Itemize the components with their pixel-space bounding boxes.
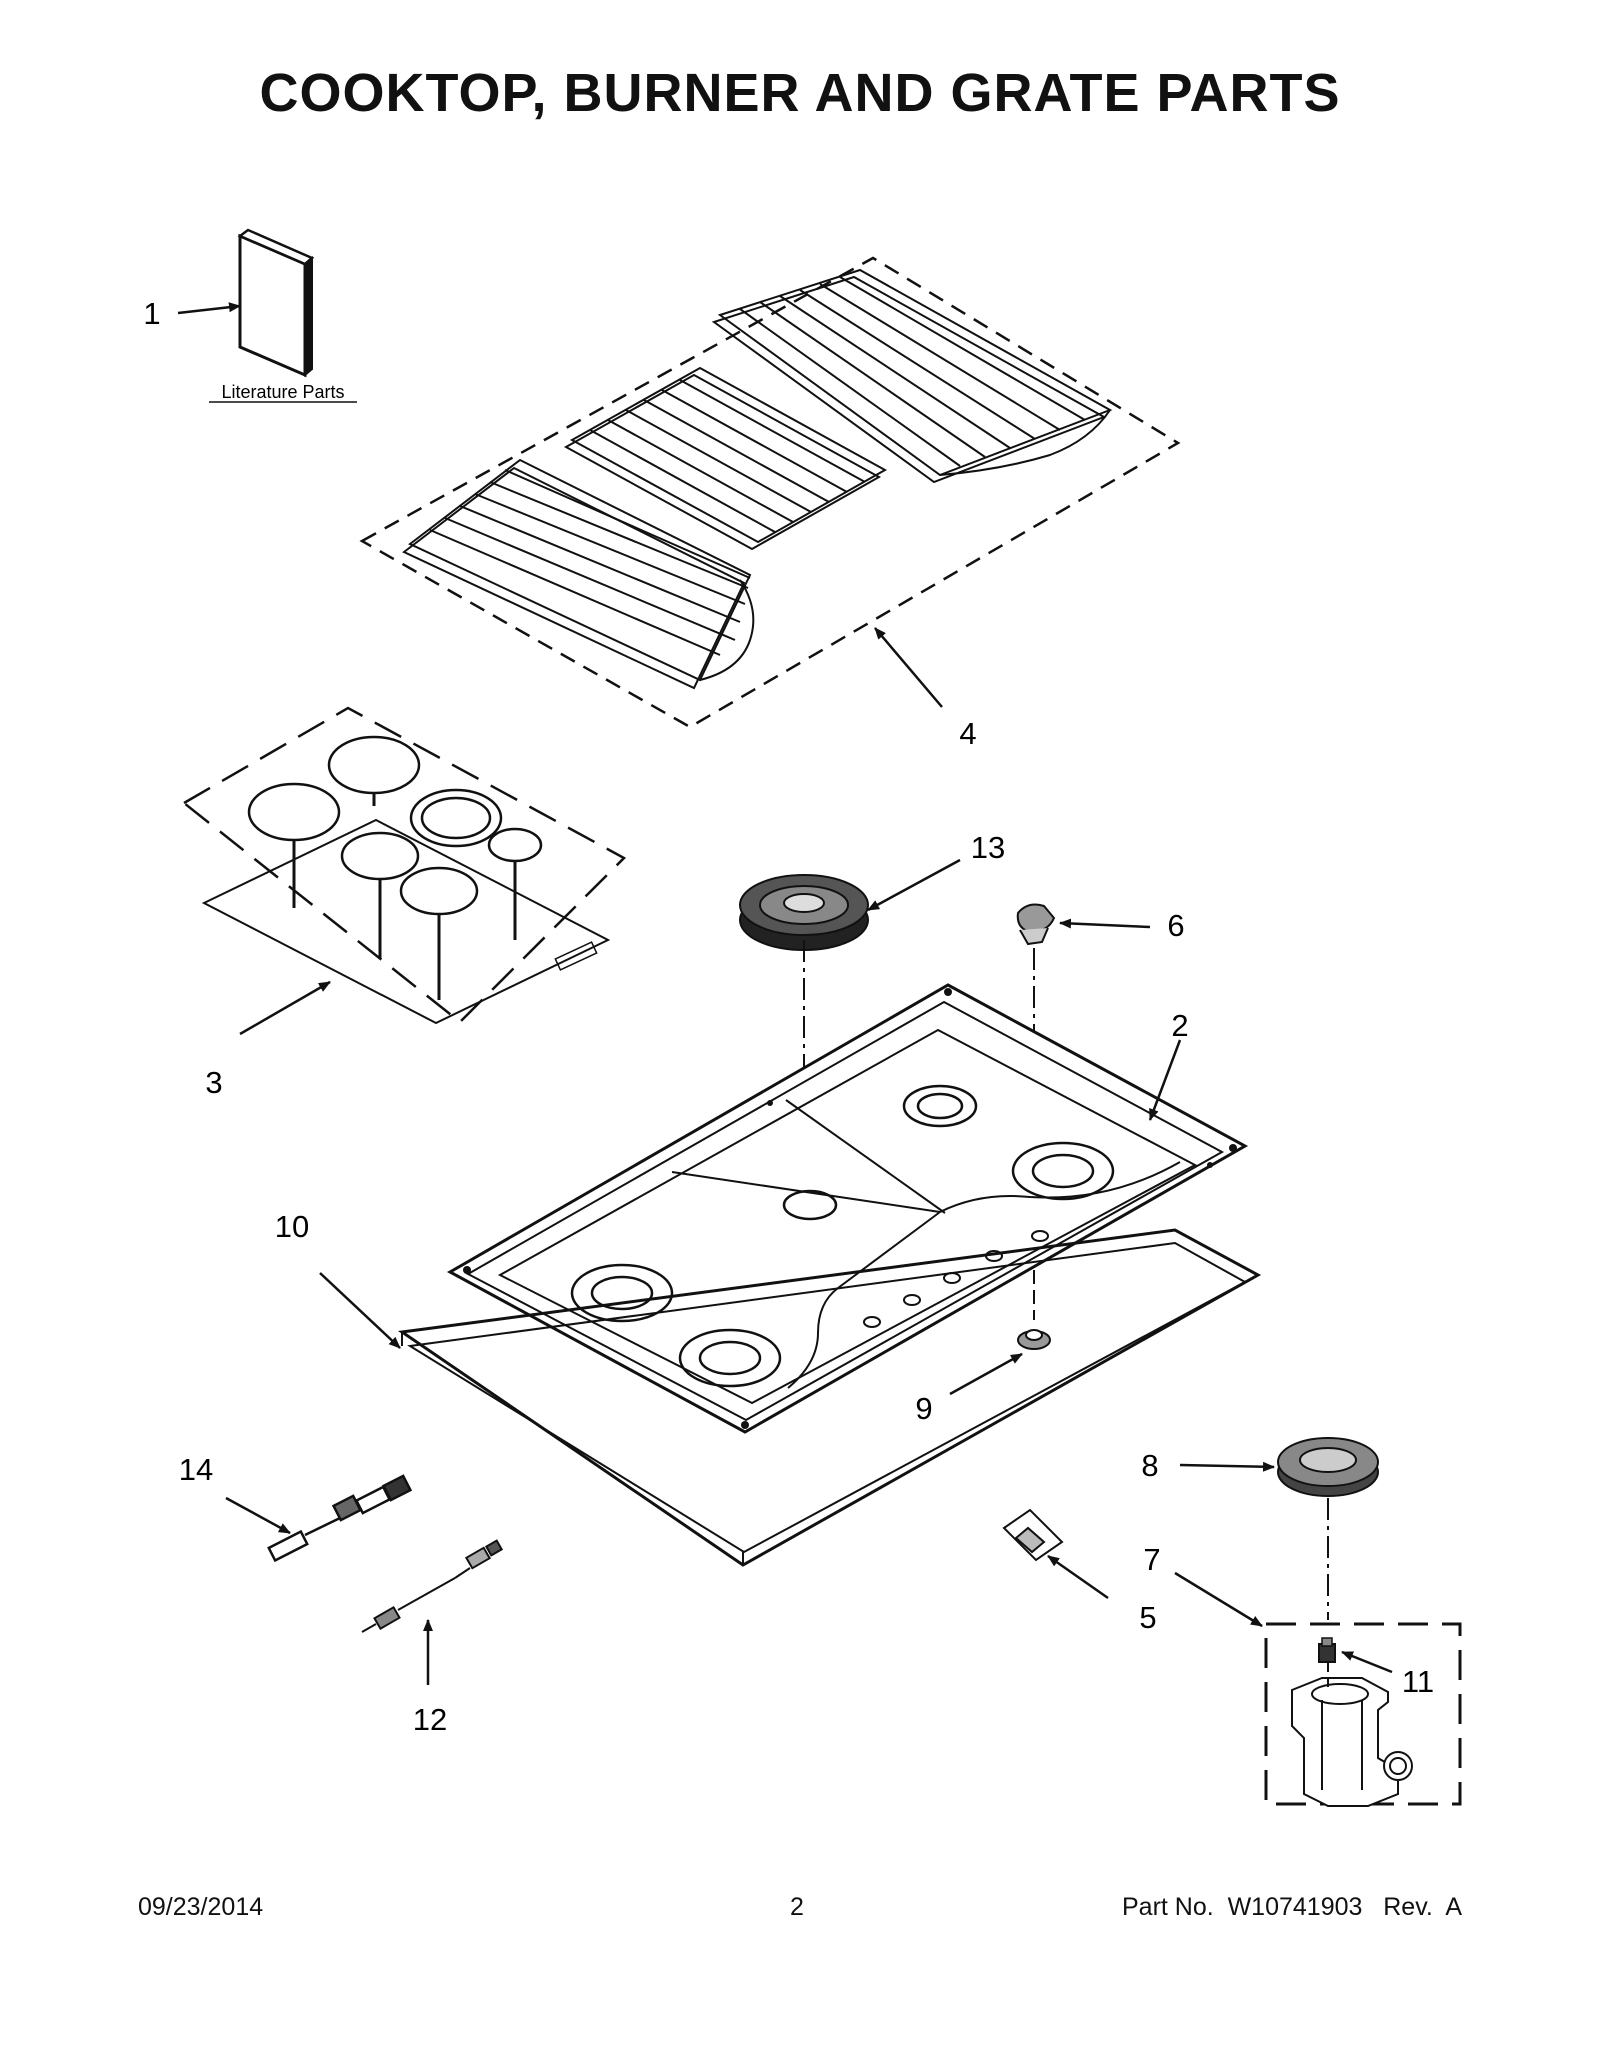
callout-leader-9 [949,1352,1023,1396]
footer-date: 09/23/2014 [138,1893,264,1921]
cooktop-main[interactable] [446,983,1249,1434]
callout-leader-6 [1059,918,1151,929]
knob-part-6[interactable] [1016,903,1056,946]
literature-part[interactable] [237,228,315,378]
electrode-12[interactable] [361,1539,504,1633]
callout-8: 8 [1141,1448,1158,1483]
orifice-11[interactable] [1318,1637,1336,1663]
grates-dashed-outline [359,256,1181,729]
callout-leader-11 [1341,1650,1393,1674]
callout-12: 12 [413,1702,447,1737]
caps-dashed-outline [181,706,627,1024]
burner-cap-small-right[interactable] [487,827,543,863]
burner-cap-large-back[interactable] [327,735,421,795]
callout-1: 1 [143,296,160,331]
callout-leader-3 [239,980,331,1036]
igniter-14[interactable] [267,1474,413,1563]
bracket-clip-5[interactable] [1002,1508,1064,1562]
callout-leader-5 [1047,1554,1109,1600]
callout-3: 3 [205,1065,222,1100]
callout-leader-1 [177,302,241,315]
grates-assembly[interactable] [359,256,1181,729]
grate-left[interactable] [402,458,755,690]
callout-14: 14 [179,1452,213,1487]
callout-5: 5 [1139,1600,1156,1635]
caps-base-sheet [201,818,611,1025]
callout-4: 4 [959,716,976,751]
grate-right[interactable] [711,268,1113,484]
callout-leader-14 [225,1496,291,1535]
callout-7: 7 [1143,1542,1160,1577]
callout-11: 11 [1402,1664,1434,1699]
footer-page-number: 2 [790,1893,804,1921]
gasket-10[interactable] [397,1228,1262,1567]
callout-6: 6 [1167,908,1184,943]
footer-part-number: Part No. W10741903 Rev. A [1122,1893,1462,1921]
callout-leader-10 [319,1272,401,1349]
callout-10: 10 [275,1209,309,1244]
burner-base-13[interactable] [739,874,869,951]
burner-cap-center[interactable] [340,831,420,881]
callout-13: 13 [971,830,1005,865]
burner-caps-set[interactable] [181,706,627,1025]
page-title: COOKTOP, BURNER AND GRATE PARTS [259,63,1341,123]
callout-leader-7 [1174,1571,1263,1628]
burner-cap-front[interactable] [399,866,479,916]
grate-center[interactable] [563,366,888,551]
burner-assembly-7[interactable] [1264,1622,1462,1807]
callout-9: 9 [915,1391,932,1426]
callout-2: 2 [1171,1008,1188,1043]
callout-leader-2 [1148,1039,1182,1121]
callout-leader-4 [874,627,943,708]
burner-base-8[interactable] [1277,1437,1379,1497]
grommet-9[interactable] [1017,1329,1051,1350]
callout-leader-8 [1179,1461,1275,1472]
burner-cap-left[interactable] [247,782,341,842]
callout-leader-13 [867,858,961,912]
literature-parts-label: Literature Parts [221,382,344,402]
burner-assembly-dashed-box [1264,1622,1462,1806]
